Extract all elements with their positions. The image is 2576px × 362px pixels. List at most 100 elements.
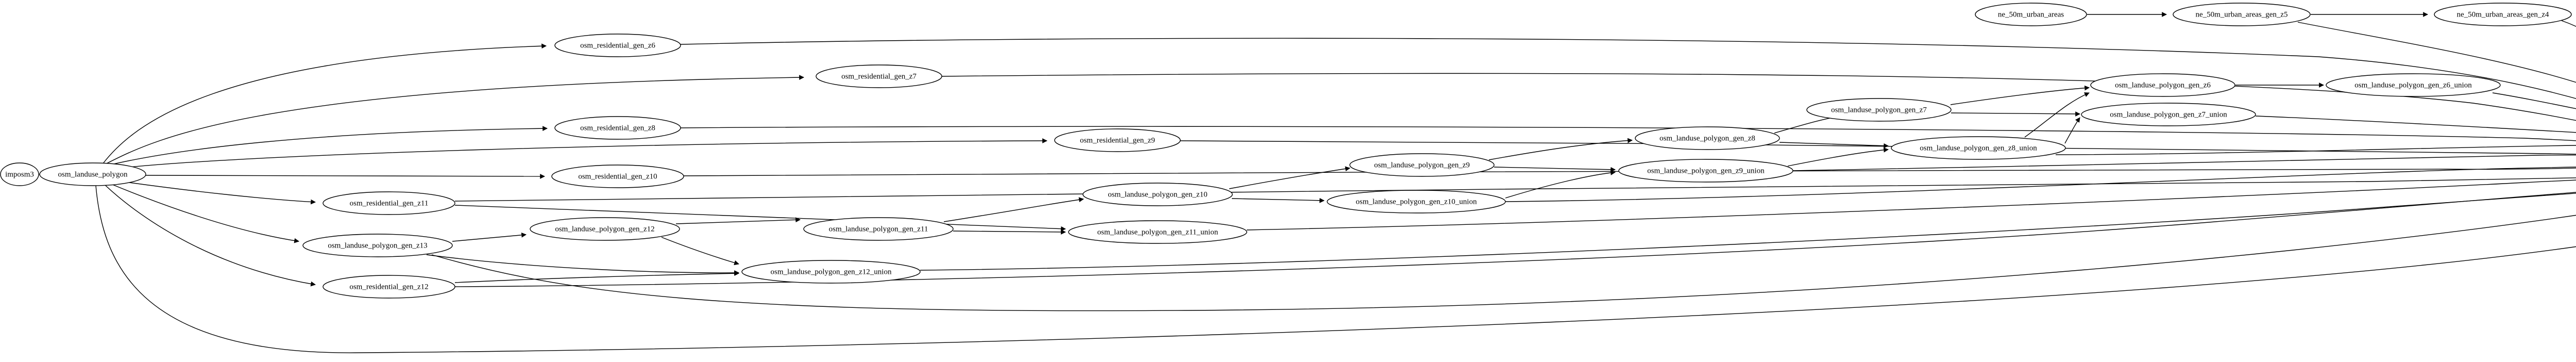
- node-label: osm_landuse_polygon_gen_z11_union: [1097, 228, 1218, 236]
- graph-edge: [1180, 140, 2576, 155]
- node-label: osm_landuse_polygon_gen_z8_union: [1920, 144, 2037, 152]
- graph-node[interactable]: osm_residential_gen_z11: [323, 191, 455, 215]
- graph-edge: [431, 215, 2576, 311]
- graph-node[interactable]: osm_landuse_polygon: [39, 162, 146, 186]
- node-ellipse: [1349, 153, 1495, 177]
- graph-edge: [1505, 167, 2576, 202]
- graph-edge: [454, 271, 739, 283]
- graph-node[interactable]: osm_residential_gen_z7: [816, 64, 942, 88]
- graph-node[interactable]: osm_residential_gen_z6: [554, 34, 681, 57]
- graph-edge: [2255, 116, 2576, 133]
- node-label: ne_50m_urban_areas: [1998, 10, 2064, 19]
- graph-edge: [1494, 167, 1616, 172]
- node-ellipse: [741, 260, 921, 284]
- graph-node[interactable]: osm_residential_gen_z12: [323, 275, 455, 299]
- graph-node[interactable]: osm_landuse_polygon_gen_z10_union: [1327, 190, 1506, 213]
- graph-edge: [680, 126, 2576, 141]
- node-ellipse: [39, 162, 146, 186]
- graph-node[interactable]: ne_50m_urban_areas_gen_z5: [2173, 3, 2311, 26]
- graph-edge: [943, 197, 1084, 222]
- node-ellipse: [302, 234, 453, 257]
- graph-edge: [109, 126, 548, 166]
- graph-node[interactable]: ne_50m_urban_areas: [1975, 3, 2087, 26]
- node-label: osm_landuse_polygon_gen_z9: [1374, 161, 1470, 169]
- node-label: osm_landuse_polygon_gen_z10: [1108, 190, 1207, 199]
- graph-edge: [1951, 111, 2080, 117]
- graph-edge: [105, 185, 316, 287]
- graph-edge: [1779, 142, 1889, 149]
- node-ellipse: [323, 191, 455, 215]
- node-ellipse: [1327, 190, 1506, 213]
- graph-edge: [111, 184, 299, 243]
- graph-edge: [2492, 92, 2576, 109]
- graph-edge: [2297, 22, 2576, 83]
- graph-edge: [452, 232, 527, 242]
- node-label: osm_landuse_polygon_gen_z11: [829, 225, 928, 233]
- node-label: osm_landuse_polygon_gen_z7_union: [2110, 110, 2227, 119]
- graph-edge: [454, 205, 1066, 232]
- graph-node[interactable]: osm_landuse_polygon_gen_z6: [2090, 73, 2235, 97]
- node-ellipse: [323, 275, 455, 299]
- node-ellipse: [1806, 98, 1952, 122]
- node-label: ne_50m_urban_areas_gen_z4: [2456, 10, 2549, 19]
- graph-edge: [920, 192, 2576, 271]
- graph-edge: [1787, 147, 1889, 167]
- node-label: osm_residential_gen_z6: [580, 41, 655, 50]
- graph-node[interactable]: osm_landuse_polygon_gen_z10: [1082, 183, 1233, 206]
- graph-node[interactable]: osm_residential_gen_z8: [554, 116, 681, 140]
- graph-edge: [129, 138, 1047, 168]
- graph-edge: [675, 217, 801, 224]
- edges-layer: [39, 12, 2576, 353]
- graph-node[interactable]: osm_landuse_polygon_gen_z13: [302, 234, 453, 257]
- node-ellipse: [551, 164, 684, 188]
- node-label: osm_residential_gen_z7: [841, 72, 917, 80]
- graph-edge: [105, 75, 804, 164]
- graph-edge: [1488, 138, 1633, 160]
- graph-node[interactable]: osm_landuse_polygon_gen_z9_union: [1618, 159, 1793, 183]
- node-ellipse: [554, 116, 681, 140]
- graph-node[interactable]: osm_landuse_polygon_gen_z9: [1349, 153, 1495, 177]
- graph-node[interactable]: osm_residential_gen_z9: [1054, 128, 1181, 152]
- node-label: osm_landuse_polygon_gen_z9_union: [1647, 167, 1765, 175]
- node-label: osm_residential_gen_z10: [578, 172, 657, 180]
- node-label: imposm3: [5, 170, 34, 178]
- node-label: osm_landuse_polygon_gen_z7: [1831, 106, 1927, 114]
- graph-edge: [941, 73, 2576, 121]
- node-ellipse: [2090, 73, 2235, 97]
- node-label: osm_residential_gen_z11: [350, 199, 429, 207]
- graph-node[interactable]: osm_landuse_polygon_gen_z7_union: [2081, 103, 2256, 126]
- graph-edge: [1246, 179, 2576, 231]
- graph-node[interactable]: osm_landuse_polygon_gen_z12_union: [741, 260, 921, 284]
- graph-edge: [145, 174, 545, 179]
- node-label: osm_landuse_polygon_gen_z13: [328, 241, 427, 250]
- node-ellipse: [2326, 73, 2501, 97]
- node-label: osm_landuse_polygon_gen_z10_union: [1356, 198, 1477, 206]
- graph-edge: [454, 177, 2576, 202]
- node-ellipse: [1618, 159, 1793, 183]
- graph-node[interactable]: osm_landuse_polygon_gen_z8_union: [1891, 136, 2066, 160]
- graph-edge: [2064, 117, 2080, 144]
- graph-edge: [103, 43, 547, 164]
- graph-node[interactable]: osm_landuse_polygon_gen_z11_union: [1068, 220, 1247, 244]
- graph-node[interactable]: osm_landuse_polygon_gen_z7: [1806, 98, 1952, 122]
- node-ellipse: [1891, 136, 2066, 160]
- nodes-layer: imposm3 osm_landuse_polygon osm_residentia…: [0, 3, 2572, 299]
- node-ellipse: [816, 64, 942, 88]
- graph-node[interactable]: osm_landuse_polygon_gen_z12: [530, 217, 680, 241]
- graph-edge: [1231, 198, 1325, 203]
- graph-node[interactable]: osm_landuse_polygon_gen_z6_union: [2326, 73, 2501, 97]
- graph-edge: [1505, 170, 1616, 199]
- graph-node[interactable]: imposm3: [0, 162, 39, 186]
- node-label: osm_residential_gen_z9: [1080, 136, 1155, 144]
- graph-node[interactable]: osm_residential_gen_z10: [551, 164, 684, 188]
- graph-node[interactable]: osm_landuse_polygon_gen_z8: [1635, 126, 1780, 150]
- node-ellipse: [554, 34, 681, 57]
- graph-edge: [953, 229, 1066, 235]
- graph-node[interactable]: ne_50m_urban_areas_gen_z4: [2434, 3, 2572, 26]
- node-ellipse: [2173, 3, 2311, 26]
- node-ellipse: [2434, 3, 2572, 26]
- graph-edge: [1792, 154, 2576, 171]
- node-ellipse: [1054, 128, 1181, 152]
- graph-node[interactable]: osm_landuse_polygon_gen_z11: [803, 217, 954, 241]
